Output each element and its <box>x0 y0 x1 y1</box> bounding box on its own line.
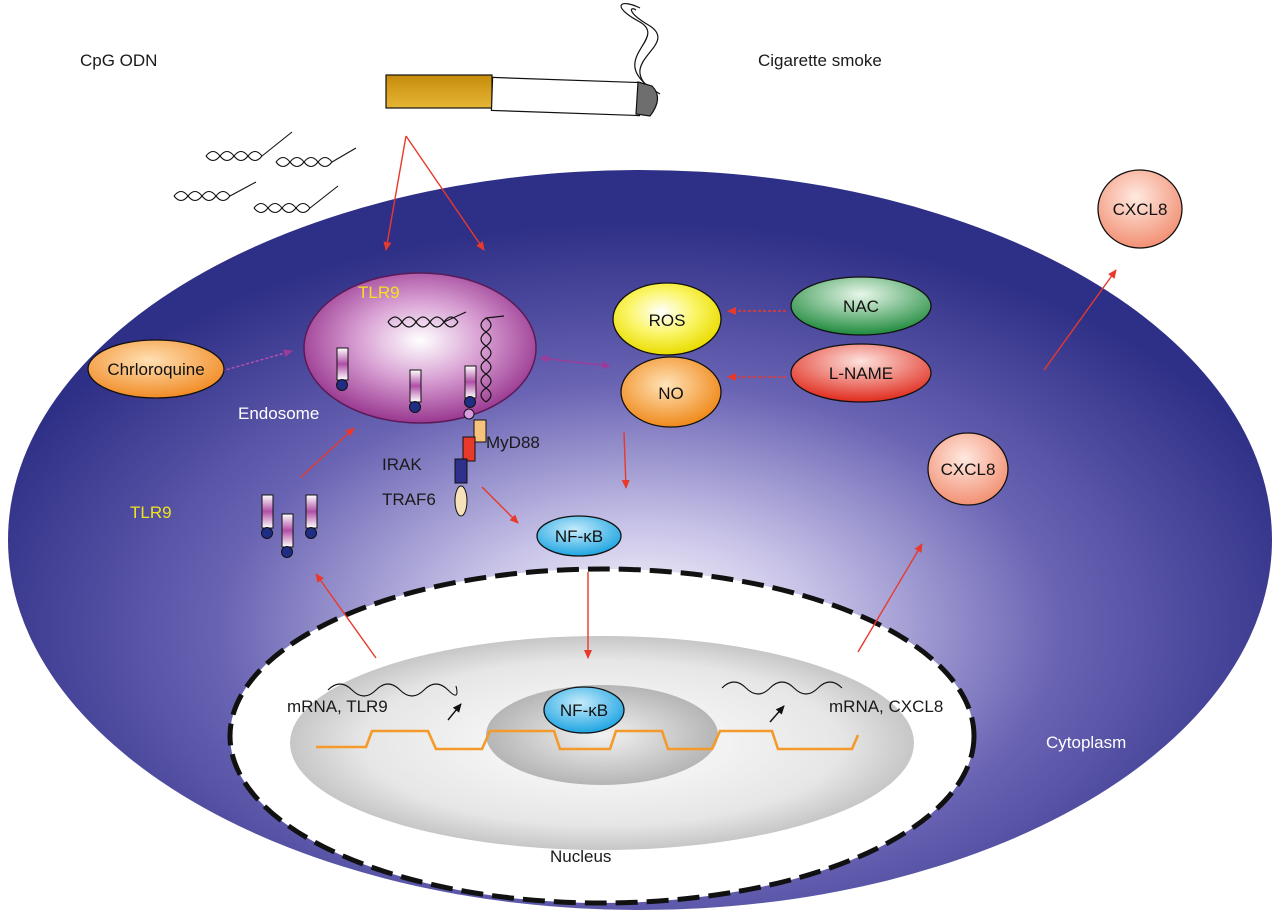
l-name-label: L-NAME <box>829 364 893 383</box>
arrow-tlr9-mrna-to-receptors <box>315 573 377 659</box>
no-label: NO <box>658 384 684 403</box>
tlr9-receptor-1 <box>336 347 349 391</box>
mrna-cxcl8-label: mRNA, CXCL8 <box>829 697 943 716</box>
tlr9-free-receptor-3 <box>305 494 318 539</box>
adaptor-chain <box>454 408 487 517</box>
cpg-dna-endosome <box>387 311 505 403</box>
cigarette-smoke-label: Cigarette smoke <box>758 51 882 70</box>
arrow-smoke-to-endosome-right <box>405 135 485 251</box>
cxcl8-cytoplasm-node: CXCL8 <box>927 432 1009 506</box>
tlr9-cytoplasm-label: TLR9 <box>130 503 172 522</box>
no-node: NO <box>620 356 722 428</box>
l-name-node: L-NAME <box>790 343 932 403</box>
tlr9-free-receptor-2 <box>281 513 294 558</box>
myd88-dot <box>463 408 475 420</box>
mrna-cxcl8-strand <box>721 681 843 695</box>
cxcl8-secreted-node: CXCL8 <box>1097 169 1183 249</box>
myd88-block <box>473 419 487 443</box>
nfkb-nucleus-node: NF-κB <box>543 686 625 734</box>
nucleus <box>227 566 977 906</box>
irak-label: IRAK <box>382 455 422 474</box>
chloroquine-label: Chrloroquine <box>107 360 204 379</box>
cxcl8-secreted-label: CXCL8 <box>1113 200 1168 219</box>
tlr9-endosome-label: TLR9 <box>358 283 400 302</box>
arrow-endosome-ros-no <box>539 354 611 370</box>
arrow-chloroquine-to-endosome <box>221 349 293 372</box>
cytoplasm-label: Cytoplasm <box>1046 733 1126 752</box>
arrow-cxcl8-secretion <box>1043 269 1117 371</box>
nac-label: NAC <box>843 297 879 316</box>
arrow-transcription-tlr9 <box>447 703 462 721</box>
traf6-block <box>454 485 468 517</box>
cigarette-icon <box>385 3 661 117</box>
irak-block-blue <box>454 458 468 484</box>
arrow-traf6-to-nfkb <box>481 486 519 524</box>
mrna-tlr9-label: mRNA, TLR9 <box>287 697 388 716</box>
cxcl8-cytoplasm-label: CXCL8 <box>941 460 996 479</box>
arrow-transcription-cxcl8 <box>769 705 785 723</box>
myd88-label: MyD88 <box>486 433 540 452</box>
tlr9-free-receptor-1 <box>261 494 274 539</box>
tlr9-receptor-2 <box>409 369 422 413</box>
arrow-receptors-to-endosome <box>299 427 355 479</box>
nac-node: NAC <box>790 276 932 336</box>
nfkb-cytoplasm-label: NF-κB <box>555 527 603 546</box>
nucleus-label: Nucleus <box>550 847 611 866</box>
endosome <box>303 272 537 424</box>
dna-strand <box>316 729 860 751</box>
endosome-label: Endosome <box>238 404 319 423</box>
irak-block-red <box>462 436 476 462</box>
arrow-cxcl8-mrna-to-cytoplasm <box>857 543 923 653</box>
ros-label: ROS <box>649 311 686 330</box>
tlr9-receptor-3 <box>464 365 477 408</box>
arrows <box>221 135 1117 723</box>
arrow-smoke-to-endosome-left <box>383 135 407 251</box>
traf6-label: TRAF6 <box>382 490 436 509</box>
cpg-odn-dna-icons <box>173 131 357 214</box>
nfkb-cytoplasm-node: NF-κB <box>536 515 622 557</box>
ros-node: ROS <box>612 282 722 356</box>
chloroquine-node: Chrloroquine <box>87 339 225 399</box>
mrna-tlr9-strand <box>327 683 458 697</box>
arrow-no-to-nfkb <box>621 431 630 489</box>
nfkb-nucleus-label: NF-κB <box>560 701 608 720</box>
cpg-odn-label: CpG ODN <box>80 51 157 70</box>
